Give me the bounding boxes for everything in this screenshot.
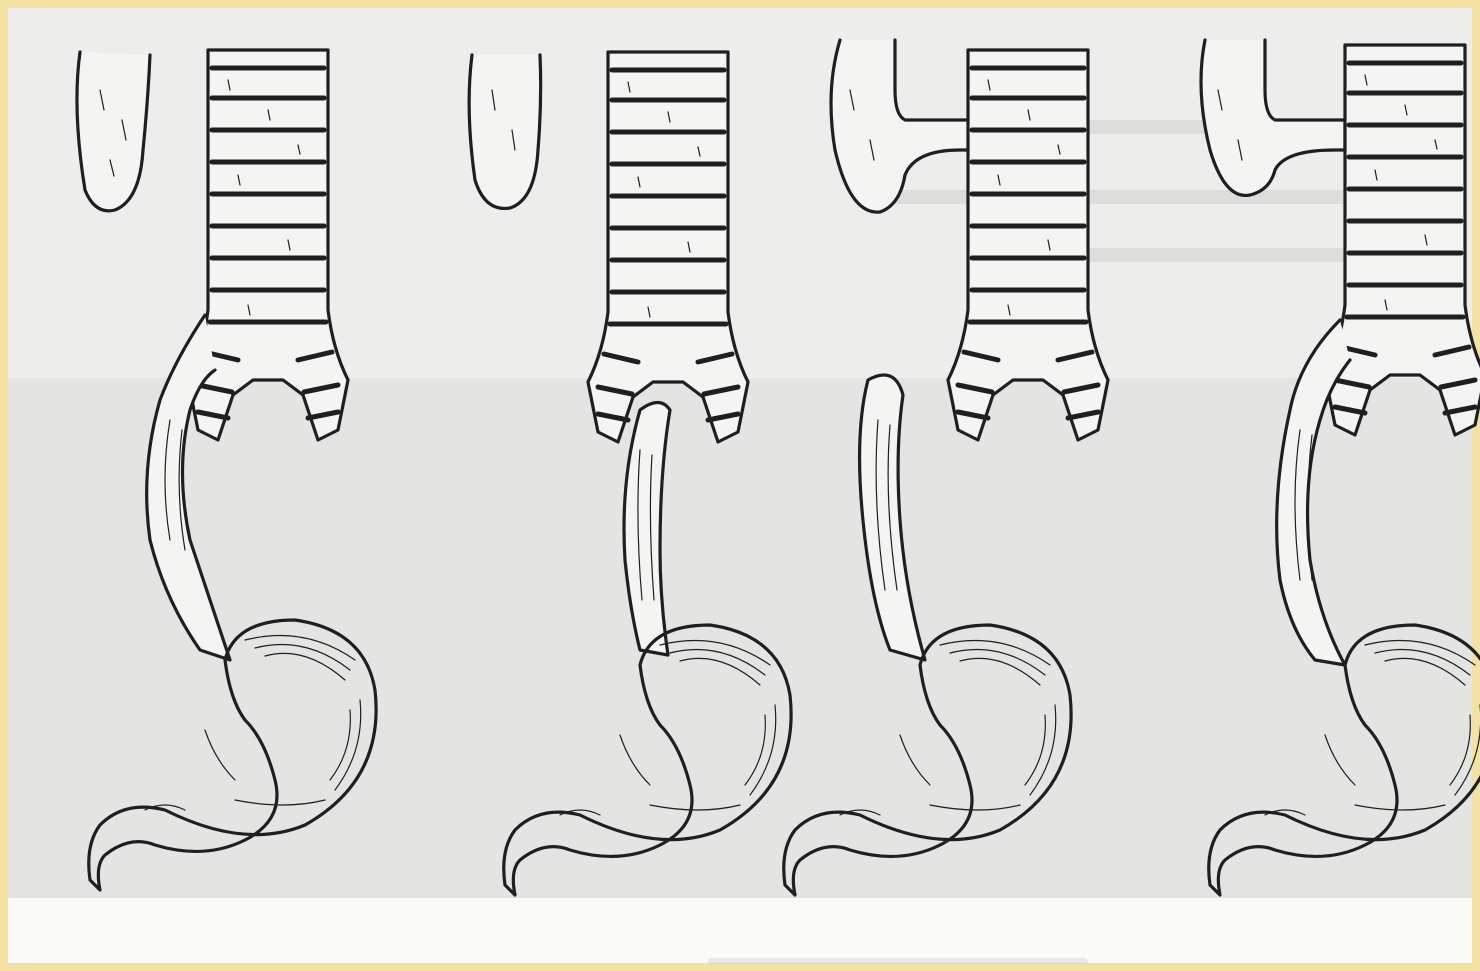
stomach [89, 620, 376, 890]
stomach [784, 625, 1071, 895]
upper-esophageal-pouch [1201, 40, 1345, 195]
lower-esophagus [624, 403, 670, 656]
stomach [504, 625, 791, 895]
trachea [1325, 45, 1480, 435]
lower-esophagus [1277, 320, 1350, 665]
panel-4 [1201, 40, 1480, 895]
panel-2 [469, 52, 791, 895]
upper-esophageal-pouch [469, 55, 541, 208]
panel-3 [784, 40, 1108, 895]
panel-1 [77, 50, 376, 890]
stomach [1209, 625, 1480, 895]
trachea [948, 50, 1108, 440]
trachea [588, 52, 748, 442]
lower-esophageal-pouch [860, 375, 925, 660]
trachea [188, 50, 348, 440]
upper-esophageal-pouch [77, 52, 150, 211]
upper-esophageal-pouch [831, 40, 970, 212]
